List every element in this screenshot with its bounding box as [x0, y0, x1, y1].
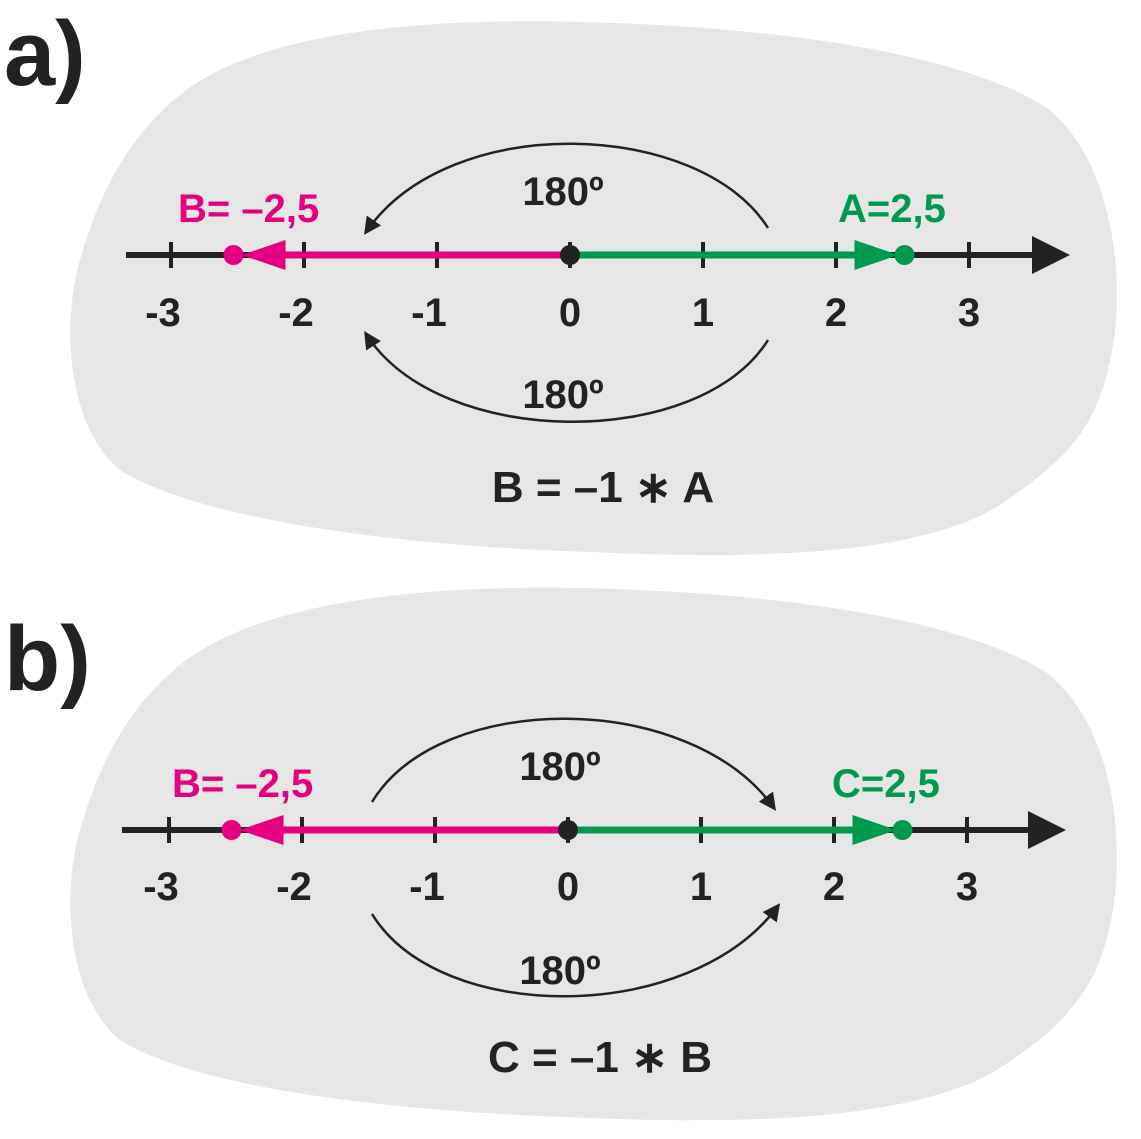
panel-b-formula: C = –1 ∗ B — [488, 1033, 712, 1082]
panel-b-negative-arrowhead — [239, 815, 284, 845]
panel-b-tick-label-1: 1 — [690, 865, 712, 909]
panel-a-tick-label-1: 1 — [692, 291, 714, 335]
panel-a-negative-label: B= –2,5 — [178, 187, 319, 231]
panel-a-tick-label-0: 0 — [559, 291, 581, 335]
panel-b-tick-label-n2: -2 — [276, 865, 312, 909]
panel-a-vectors — [223, 240, 915, 270]
panel-b-vectors — [221, 815, 913, 845]
panel-a-negative-point — [223, 245, 244, 265]
panel-a-tick-label-3: 3 — [958, 291, 980, 335]
panel-b-bottom-rotation-arrow — [370, 903, 781, 998]
panel-b-positive-arrowhead — [852, 815, 897, 845]
panel-b-positive-point — [892, 820, 913, 840]
panel-b-bottom-angle-label: 180º — [519, 949, 600, 993]
panel-b-top-rotation-arrow — [370, 717, 777, 811]
panel-b-tick-label-n3: -3 — [143, 865, 179, 909]
panel-a: a) -3 -2 -1 0 1 2 3 — [4, 3, 1117, 556]
panel-a-top-rotation-arrow — [364, 142, 770, 235]
panel-a-axis-arrowhead — [1032, 236, 1070, 274]
panel-a-tick-label-n1: -1 — [411, 291, 447, 335]
panel-b-top-angle-label: 180º — [519, 745, 600, 789]
panel-b-negative-point — [221, 820, 242, 840]
panel-a-origin-point — [560, 245, 580, 265]
panel-a-top-angle-label: 180º — [522, 170, 603, 214]
panel-a-letter: a) — [4, 3, 86, 105]
panel-a-positive-point — [894, 245, 915, 265]
panel-b-positive-label: C=2,5 — [832, 762, 940, 806]
panel-b-negative-label: B= –2,5 — [172, 762, 313, 806]
panel-a-tick-label-n3: -3 — [145, 291, 181, 335]
panel-a-formula: B = –1 ∗ A — [492, 463, 714, 512]
panel-b-tick-label-n1: -1 — [409, 865, 445, 909]
panel-b-tick-label-3: 3 — [956, 865, 978, 909]
panel-a-positive-label: A=2,5 — [838, 187, 946, 231]
panel-b-origin-point — [558, 820, 578, 840]
panel-a-bottom-rotation-arrow — [364, 331, 770, 423]
panel-a-positive-arrowhead — [854, 240, 899, 270]
panel-a-negative-arrowhead — [241, 240, 286, 270]
panel-b-background — [70, 587, 1117, 1121]
panel-b-tick-label-2: 2 — [823, 865, 845, 909]
panel-a-background — [70, 21, 1117, 556]
panel-a-tick-label-2: 2 — [825, 291, 847, 335]
panel-a-tick-label-n2: -2 — [278, 291, 314, 335]
panel-a-bottom-angle-label: 180º — [522, 373, 603, 417]
panel-b: b) -3 -2 -1 0 1 2 3 — [4, 587, 1117, 1121]
panel-b-axis-arrowhead — [1028, 811, 1066, 849]
panel-b-tick-label-0: 0 — [557, 865, 579, 909]
panel-b-letter: b) — [4, 608, 91, 710]
